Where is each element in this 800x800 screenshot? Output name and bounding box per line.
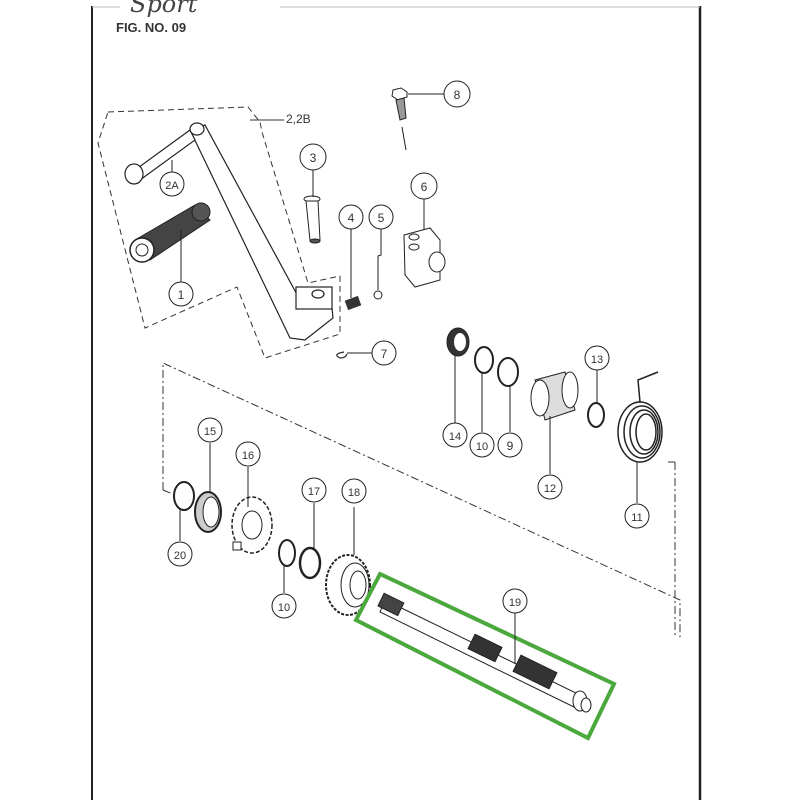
nut-ring-15	[194, 491, 222, 533]
washer-20	[173, 481, 195, 511]
callout-19[interactable]: 19	[502, 588, 528, 614]
callout-3[interactable]: 3	[299, 143, 327, 171]
callout-8-label: 8	[454, 88, 461, 102]
callout-20-label: 20	[174, 550, 186, 562]
detent-spring	[344, 295, 362, 311]
kick-shaft	[377, 592, 592, 713]
kick-lever-group-outline	[97, 106, 341, 359]
shaft-group-outline	[162, 362, 681, 640]
callout-7[interactable]: 7	[371, 340, 397, 366]
bolt	[391, 87, 408, 151]
callout-13[interactable]: 13	[584, 345, 610, 371]
assembly-label-2-2b: 2,2B	[286, 112, 311, 126]
callout-4[interactable]: 4	[338, 204, 364, 230]
callout-16-label: 16	[242, 450, 254, 462]
callout-10-upper[interactable]: 10	[469, 432, 495, 458]
ratchet-16	[231, 496, 273, 554]
circlip-upper	[474, 346, 494, 374]
callout-14-label: 14	[449, 431, 461, 443]
callout-14[interactable]: 14	[442, 422, 468, 448]
circlip-13	[587, 402, 605, 428]
callout-2a[interactable]: 2A	[159, 171, 185, 197]
washer-17	[298, 546, 322, 580]
figure-title: FIG. NO. 09	[116, 20, 187, 35]
callout-10-upper-label: 10	[476, 441, 488, 453]
pivot-pin	[303, 195, 321, 244]
callout-18-label: 18	[348, 487, 360, 499]
detent-ball	[373, 290, 383, 300]
callout-13-label: 13	[591, 354, 603, 366]
callout-19-label: 19	[509, 597, 521, 609]
callout-1[interactable]: 1	[168, 281, 194, 307]
highlight-box-part-19[interactable]	[353, 571, 617, 741]
callout-3-label: 3	[310, 151, 317, 165]
callout-17[interactable]: 17	[301, 477, 327, 503]
callout-11[interactable]: 11	[624, 503, 650, 529]
callout-10-lower[interactable]: 10	[271, 593, 297, 619]
callout-10-lower-label: 10	[278, 602, 290, 614]
callout-8[interactable]: 8	[443, 80, 471, 108]
oil-seal	[446, 327, 470, 357]
callout-17-label: 17	[308, 486, 320, 498]
kick-return-spring	[617, 371, 663, 463]
lever-clamp	[403, 227, 446, 288]
callout-9-label: 9	[507, 439, 514, 453]
callout-18[interactable]: 18	[341, 478, 367, 504]
callout-16[interactable]: 16	[235, 441, 261, 467]
callout-5-label: 5	[378, 211, 385, 225]
callout-1-label: 1	[178, 288, 185, 302]
callout-15-label: 15	[204, 426, 216, 438]
callout-15[interactable]: 15	[197, 417, 223, 443]
kick-lever-arm	[124, 122, 334, 341]
callout-20[interactable]: 20	[167, 541, 193, 567]
callout-11-label: 11	[631, 512, 642, 524]
callout-5[interactable]: 5	[368, 204, 394, 230]
callout-7-label: 7	[381, 347, 388, 361]
callout-6[interactable]: 6	[410, 172, 438, 200]
circlip	[336, 351, 348, 359]
kick-gear-18	[325, 554, 371, 616]
callout-9[interactable]: 9	[497, 432, 523, 458]
figure-header-script: Sport	[130, 0, 198, 18]
kick-pedal-rubber	[129, 202, 211, 263]
page-border	[91, 6, 702, 800]
ratchet-bushing	[530, 371, 579, 421]
callout-12-label: 12	[544, 483, 556, 495]
circlip-10-lower	[278, 539, 296, 567]
callout-12[interactable]: 12	[537, 474, 563, 500]
callout-4-label: 4	[348, 211, 355, 225]
callout-6-label: 6	[421, 180, 428, 194]
callout-2a-label: 2A	[165, 180, 179, 192]
washer	[497, 357, 519, 387]
